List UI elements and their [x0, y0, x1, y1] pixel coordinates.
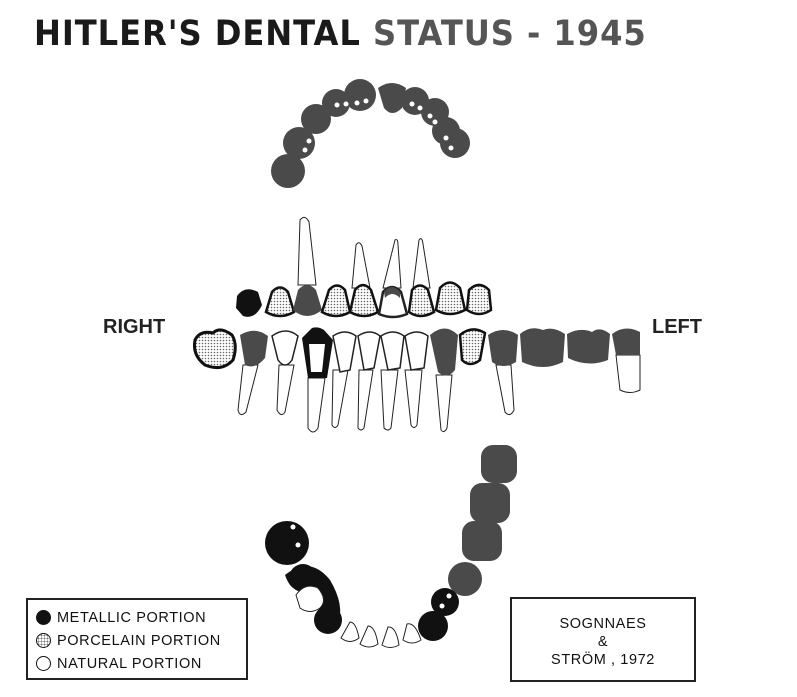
lower-row — [193, 327, 641, 433]
legend-item-metallic: METALLIC PORTION — [36, 606, 246, 629]
lower-arch — [265, 445, 517, 648]
metallic-swatch-icon — [36, 610, 51, 625]
legend-label: NATURAL PORTION — [57, 655, 202, 672]
legend-label: PORCELAIN PORTION — [57, 632, 221, 649]
right-label: RIGHT — [103, 316, 166, 338]
page-title: HITLER'S DENTAL STATUS - 1945 — [34, 14, 647, 54]
title-part-1: HITLER'S DENTAL — [34, 14, 361, 54]
upper-row — [236, 216, 493, 319]
credit-line-2: & — [597, 634, 609, 651]
legend: METALLIC PORTION PORCELAIN PORTION NATUR… — [26, 598, 248, 680]
left-label: LEFT — [652, 316, 702, 338]
legend-item-porcelain: PORCELAIN PORTION — [36, 629, 246, 652]
credit-line-3: STRÖM , 1972 — [551, 652, 655, 669]
credit-line-1: SOGNNAES — [559, 616, 647, 632]
natural-swatch-icon — [36, 656, 51, 671]
upper-arch — [271, 79, 470, 188]
title-part-2: STATUS - 1945 — [372, 14, 647, 54]
legend-item-natural: NATURAL PORTION — [36, 652, 246, 675]
legend-label: METALLIC PORTION — [57, 609, 207, 626]
credit-box: SOGNNAES & STRÖM , 1972 — [510, 597, 696, 682]
porcelain-swatch-icon — [36, 633, 51, 648]
